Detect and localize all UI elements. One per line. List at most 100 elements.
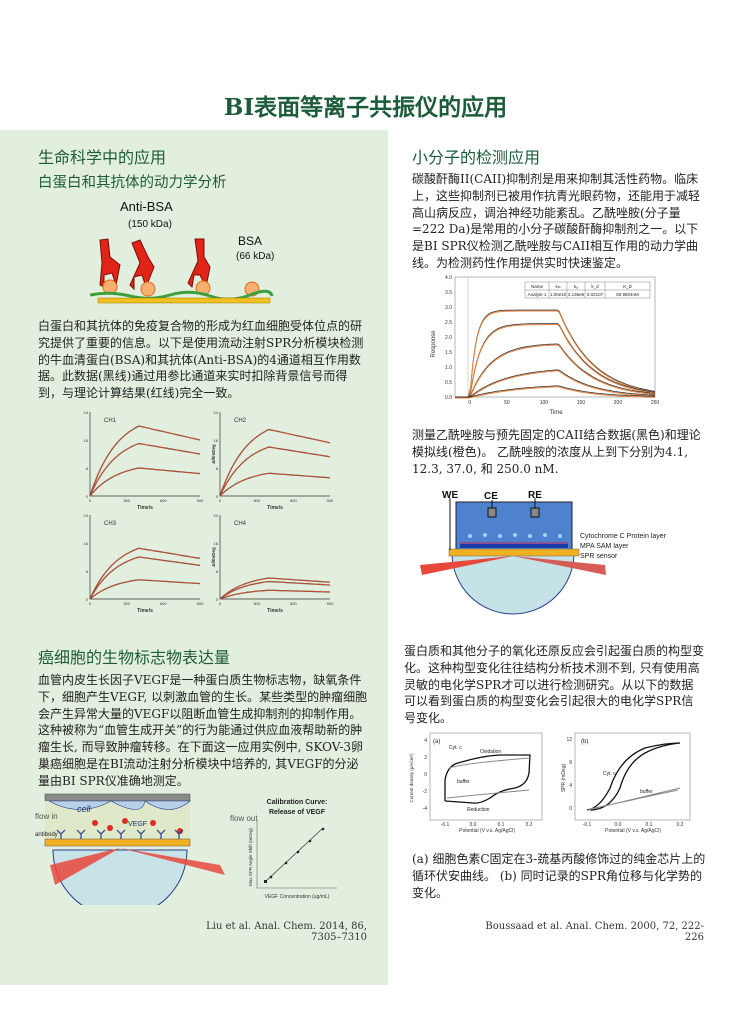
fit-curve	[89, 579, 201, 600]
x-tick-label: 0.1	[646, 822, 653, 828]
y-tick-label: 4.0	[445, 275, 452, 281]
sam-layer	[90, 289, 274, 301]
table-header: k_d	[591, 284, 599, 289]
anti-bsa-mass: (150 kDa)	[128, 219, 172, 230]
table-cell: 50.9504nM	[616, 292, 639, 297]
x-tick-label: -0.1	[441, 822, 450, 828]
reflected-beam	[513, 556, 606, 575]
x-tick-label: 0	[219, 601, 222, 606]
redox-paragraph: 蛋白质和其他分子的氧化还原反应会引起蛋白质的构型变化。这种构型变化往往结构分析技…	[404, 644, 705, 726]
x-tick-label: 600	[160, 601, 167, 606]
reflected-beam	[120, 848, 225, 875]
x-tick-label: 50	[504, 400, 510, 406]
x-axis-label: Time/s	[267, 608, 283, 613]
x-tick-label: 900	[197, 498, 204, 503]
y-tick-label: 3.0	[445, 305, 452, 311]
chart-b-xlabel: Potential (V v.s. Ag/AgCl)	[605, 828, 661, 834]
y-tick-label: 16	[84, 541, 89, 546]
calibration-title-1: Calibration Curve:	[267, 799, 328, 806]
mpa-sam-layer-label: MPA SAM layer	[580, 543, 629, 550]
cv-spr-charts: (a) Cyt. c Oxidation buffer Reduction 42…	[409, 732, 691, 834]
cyt-c-spr-curve	[586, 742, 681, 811]
y-tick-label: 8	[216, 466, 219, 471]
y-tick-label: 0	[86, 597, 89, 602]
calibration-line	[264, 827, 324, 883]
table-cell: 4.136e5	[568, 292, 585, 297]
y-tick-label: 2.5	[445, 320, 452, 326]
calibration-ylabel: Max SPR Angle Shift (mDeg)	[248, 827, 253, 886]
buffer-cv-curve	[446, 757, 531, 799]
chart-b-ylabel: SPR (mDeg)	[561, 763, 567, 792]
small-molecule-paragraph: 碳酸酐酶II(CAII)抑制剂是用来抑制其活性药物。临床上，这些抑制剂已被用作抗…	[412, 172, 701, 270]
y-tick-label: 2.0	[445, 335, 452, 341]
y-tick-label: 0	[569, 806, 572, 812]
chart-b-cyt-label: Cyt. c	[603, 771, 616, 777]
y-tick-label: 2	[424, 755, 427, 761]
fit-curve	[219, 581, 331, 600]
fit-curve	[219, 577, 331, 600]
x-tick-label: -0.1	[583, 822, 592, 828]
fit-curve	[455, 370, 656, 399]
fit-curve	[219, 472, 331, 497]
y-tick-label: 8	[86, 466, 89, 471]
fit-curve	[455, 310, 656, 399]
table-cell: 0.02107	[587, 292, 604, 297]
y-tick-label: 0	[216, 494, 219, 499]
fit-curve	[89, 467, 201, 497]
data-curve	[455, 343, 656, 398]
channel-label: CH2	[234, 418, 247, 424]
data-curve	[455, 385, 656, 398]
section-heading-cancer-biomarker: 癌细胞的生物标志物表达量	[38, 648, 231, 667]
section-heading-small-molecule: 小分子的检测应用	[412, 148, 541, 167]
x-tick-label: 0	[219, 498, 222, 503]
kinetics-caption: 测量乙酰唑胺与预先固定的CAII结合数据(黑色)和理论模拟线(橙色)。 乙酰唑胺…	[412, 428, 701, 476]
x-tick-label: 900	[327, 498, 334, 503]
buffer-spr-curve	[587, 787, 681, 811]
subheading-albumin-kinetics: 白蛋白和其抗体的动力学分析	[38, 175, 227, 191]
gold-chip	[97, 297, 271, 304]
fit-curve	[89, 443, 201, 497]
x-tick-label: 0	[89, 498, 92, 503]
y-tick-label: 0.0	[445, 395, 452, 401]
prism	[451, 552, 575, 615]
kinetics-ylabel: Response	[431, 330, 437, 358]
citation-boussaad: Boussaad et al. Anal. Chem. 2000, 72, 22…	[485, 921, 704, 943]
y-tick-label: 24	[84, 513, 89, 518]
x-tick-label: 300	[253, 601, 260, 606]
cytochrome-layer-label: Cytochrome C Protein layer	[580, 533, 667, 540]
x-tick-label: 300	[253, 498, 260, 503]
x-tick-label: 150	[577, 400, 586, 406]
x-tick-label: 0.1	[498, 822, 505, 828]
y-tick-label: 0.5	[445, 380, 452, 386]
x-tick-label: 0	[468, 400, 471, 406]
y-tick-label: 0	[216, 597, 219, 602]
table-cell: 1.00e10	[550, 292, 567, 297]
y-tick-label: 12	[566, 737, 572, 743]
reduction-label: Reduction	[467, 807, 490, 813]
chart-b-buffer-label: buffer	[640, 789, 653, 795]
x-axis-label: Time/s	[137, 608, 153, 613]
cv-caption: (a) 细胞色素C固定在3-巯基丙酸修饰过的纯金芯片上的循环伏安曲线。 (b) …	[412, 852, 706, 900]
table-header: K_D	[623, 284, 633, 289]
table-header: kₐ	[574, 284, 578, 289]
x-tick-label: 100	[540, 400, 549, 406]
bsa-mass: (66 kDa)	[236, 251, 274, 262]
fit-curve	[455, 324, 656, 399]
data-curve	[455, 309, 656, 398]
calibration-xlabel: VEGF Concentration (ug/mL)	[265, 894, 330, 900]
anti-bsa-label: Anti-BSA	[120, 199, 173, 214]
y-tick-label: 4	[569, 783, 572, 789]
x-tick-label: 0	[89, 601, 92, 606]
vegf-cell-culture-figure: cell VEGF antibody flow in flow out Cali…	[35, 793, 337, 905]
chart-a-cyt-label: Cyt. c	[449, 745, 462, 751]
y-tick-label: 16	[214, 541, 219, 546]
vegf-paragraph: 血管内皮生长因子VEGF是一种蛋白质生物标志物，缺氧条件下，细胞产生VEGF, …	[38, 673, 368, 788]
channel-label: CH3	[104, 521, 117, 527]
table-header: Name	[531, 284, 544, 289]
fit-curve	[89, 547, 201, 600]
calibration-title-2: Release of VEGF	[269, 809, 326, 816]
albumin-paragraph: 白蛋白和其抗体的免疫复合物的形成为红血细胞受体位点的研究提供了重要的信息。以下是…	[38, 319, 364, 401]
x-tick-label: 600	[290, 498, 297, 503]
